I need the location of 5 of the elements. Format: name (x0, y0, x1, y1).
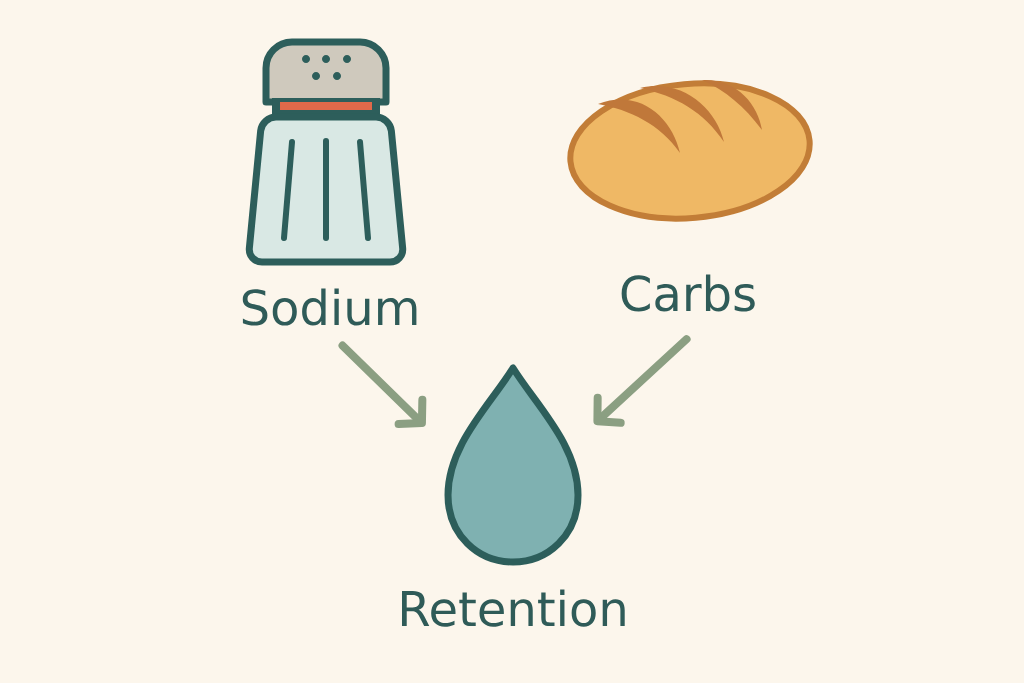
caption-text: Retention (402, 589, 625, 627)
arrow (593, 335, 691, 427)
node-label: Carbs (621, 274, 755, 312)
arrow (338, 341, 427, 429)
node-label: Sodium (242, 288, 417, 326)
